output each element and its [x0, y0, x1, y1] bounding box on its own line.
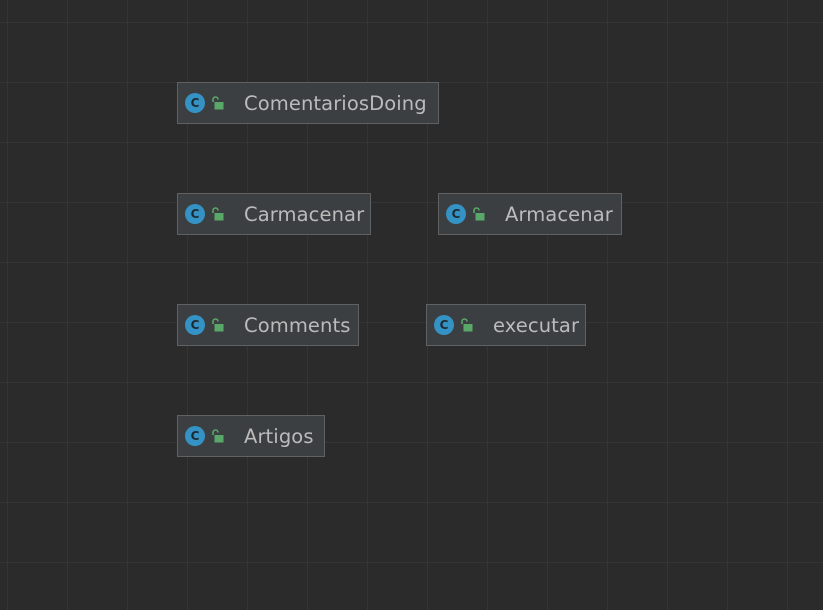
- public-lock-icon: [212, 96, 224, 110]
- public-lock-icon: [212, 318, 224, 332]
- class-icon: C: [185, 204, 205, 224]
- class-name: Carmacenar: [244, 202, 365, 226]
- class-name: ComentariosDoing: [244, 91, 427, 115]
- class-icon: C: [434, 315, 454, 335]
- class-node-executar[interactable]: C executar: [426, 304, 586, 346]
- class-node-artigos[interactable]: C Artigos: [177, 415, 325, 457]
- class-node-carmacenar[interactable]: C Carmacenar: [177, 193, 371, 235]
- class-node-armacenar[interactable]: C Armacenar: [438, 193, 622, 235]
- public-lock-icon: [212, 207, 224, 221]
- class-node-comments[interactable]: C Comments: [177, 304, 359, 346]
- class-icon: C: [185, 315, 205, 335]
- class-name: Artigos: [244, 424, 314, 448]
- class-icon: C: [185, 426, 205, 446]
- class-node-comentariosdoing[interactable]: C ComentariosDoing: [177, 82, 439, 124]
- class-name: Armacenar: [505, 202, 613, 226]
- public-lock-icon: [461, 318, 473, 332]
- public-lock-icon: [473, 207, 485, 221]
- class-name: Comments: [244, 313, 351, 337]
- public-lock-icon: [212, 429, 224, 443]
- class-icon: C: [446, 204, 466, 224]
- class-name: executar: [493, 313, 580, 337]
- class-icon: C: [185, 93, 205, 113]
